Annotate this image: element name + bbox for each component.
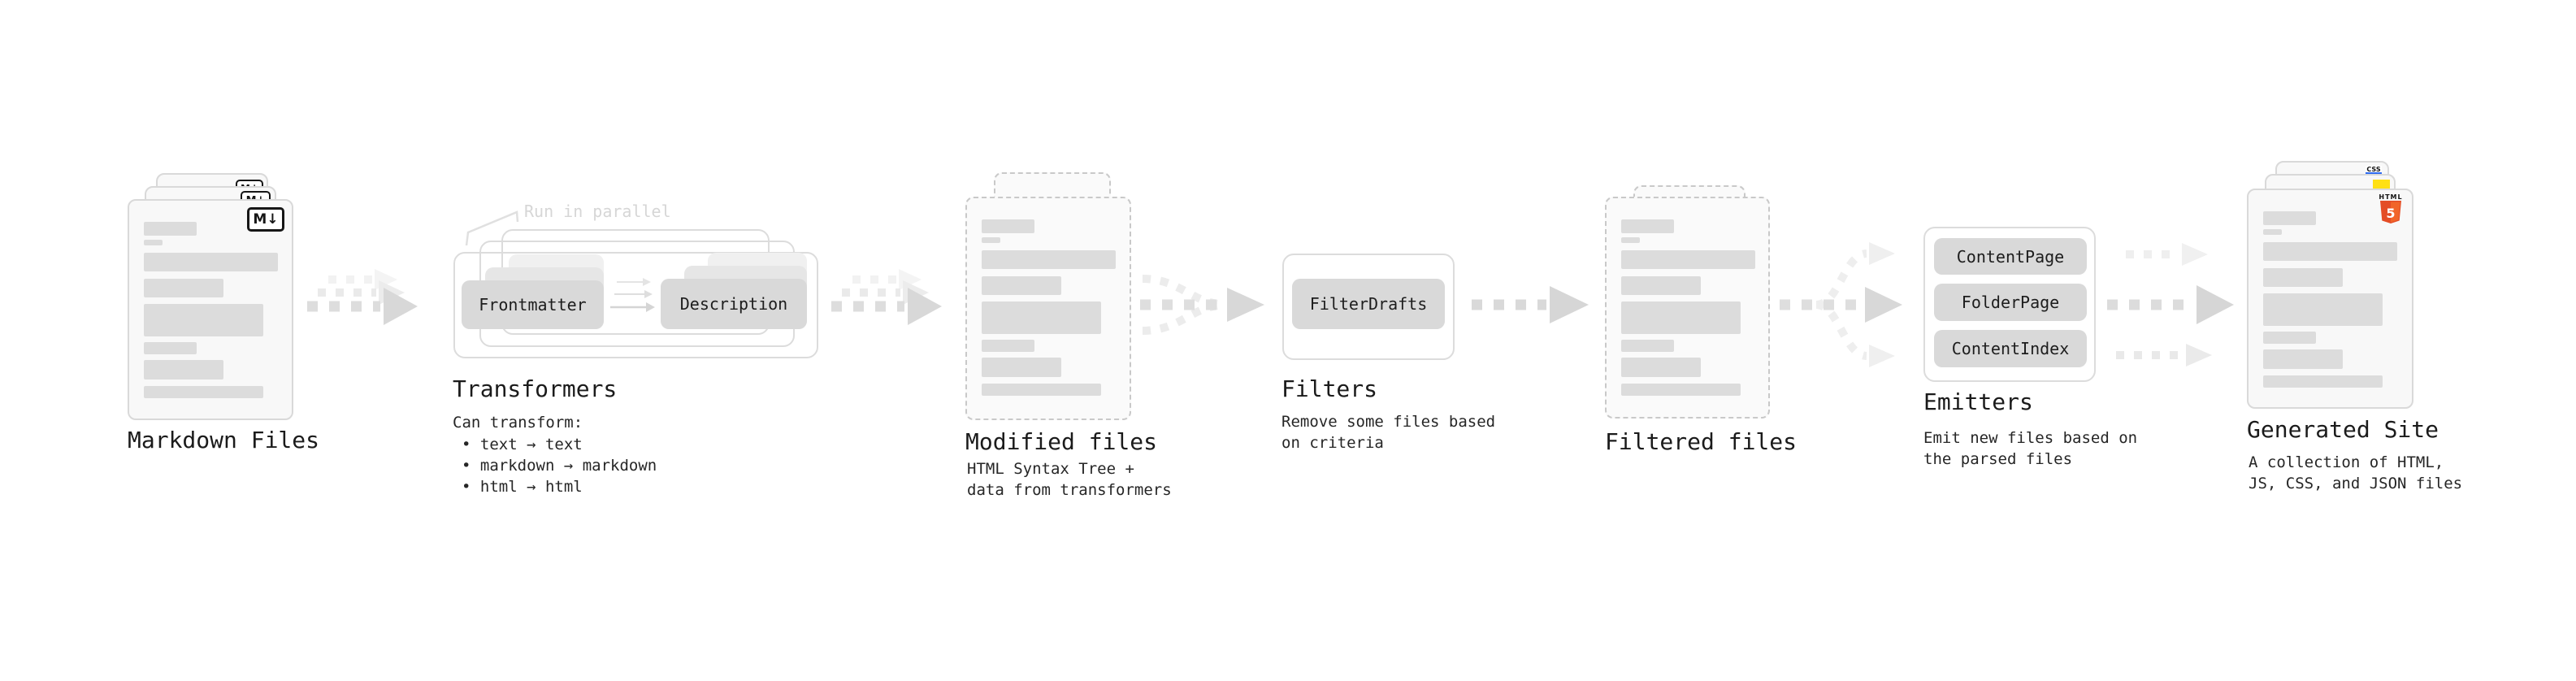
text-bar [2263,268,2343,287]
text-bar [1621,340,1674,352]
text-bar [982,301,1101,334]
text-bar [144,304,263,336]
filtered-file-card [1605,197,1770,419]
site-file-card-html: HTML 5 [2247,189,2413,409]
text-bar [2263,229,2282,235]
text-bar [144,360,223,380]
transformers-subtext: Can transform: [453,414,583,432]
emitters-heading: Emitters [1923,388,2033,415]
html5-icon-number: 5 [2386,206,2395,221]
modified-files-subtext: HTML Syntax Tree + [967,460,1134,478]
filterdrafts-button: FilterDrafts [1292,279,1445,329]
filters-subtext: on criteria [1281,434,1384,452]
text-bar [982,340,1034,352]
modified-file-card [965,197,1131,420]
text-bar [144,253,278,271]
transformer-frame-front [453,252,818,358]
filtered-files-label: Filtered files [1605,428,1798,455]
text-bar [1621,237,1640,243]
contentindex-button: ContentIndex [1934,330,2087,367]
text-bar [1621,301,1741,334]
css-icon: CSS [2366,166,2382,175]
arrow-modified-to-filters-merge [1140,275,1264,335]
frontmatter-button: Frontmatter [462,280,604,329]
text-bar [1621,384,1741,396]
text-bar [982,237,1000,243]
markdown-files-label: Markdown Files [128,427,320,453]
text-bar [2263,242,2397,261]
folderpage-button: FolderPage [1934,284,2087,321]
text-bar [2263,332,2316,344]
generated-site-subtext: JS, CSS, and JSON files [2249,475,2463,492]
modified-files-subtext: data from transformers [967,481,1172,499]
arrow-transformers-to-modified [831,269,942,325]
text-bar [1621,358,1701,377]
text-bar [2263,375,2383,388]
markdown-file-card: M↓ [128,199,293,420]
text-bar [1621,219,1674,233]
text-bar [2263,293,2383,326]
transformers-bullet: • markdown → markdown [462,457,657,475]
html5-icon-label: HTML [2379,193,2403,201]
generated-site-label: Generated Site [2247,416,2439,443]
contentpage-button: ContentPage [1934,238,2087,275]
modified-files-label: Modified files [965,428,1158,455]
placeholder-text-bars [982,219,1116,396]
emitters-subtext: Emit new files based on [1923,429,2138,447]
arrow-emitters-to-site [2107,243,2234,367]
arrow-markdown-to-transformers [307,269,418,325]
text-bar [982,276,1061,295]
arrow-filters-to-filtered [1472,286,1589,323]
text-bar [982,250,1116,269]
transformers-heading: Transformers [453,375,618,402]
text-bar [144,240,163,245]
text-bar [1621,276,1701,295]
run-in-parallel-note: Run in parallel [524,202,671,221]
arrow-frontmatter-to-description [610,278,655,312]
emitters-frame [1923,227,2096,382]
transformers-bullet: • text → text [462,436,583,453]
filters-frame [1282,254,1455,360]
js-icon [2373,180,2390,189]
text-bar [2263,349,2343,369]
generated-site-subtext: A collection of HTML, [2249,453,2444,471]
text-bar [982,384,1101,396]
placeholder-text-bars [2263,211,2397,388]
text-bar [144,222,197,236]
text-bar [1621,250,1755,269]
note-callout-line [465,210,519,246]
text-bar [144,342,197,354]
description-button: Description [661,279,807,329]
placeholder-text-bars [144,222,278,398]
text-bar [144,386,263,398]
text-bar [144,279,223,297]
html5-shield: 5 [2380,201,2401,223]
html5-icon: HTML 5 [2379,194,2402,223]
text-bar [982,219,1034,233]
markdown-icon: M↓ [247,207,284,232]
transformers-bullet: • html → html [462,478,583,496]
placeholder-text-bars [1621,219,1755,396]
arrow-filtered-to-emitters-fanout [1780,242,1902,367]
text-bar [982,358,1061,377]
filters-subtext: Remove some files based [1281,413,1496,431]
emitters-subtext: the parsed files [1923,450,2073,468]
text-bar [2263,211,2316,225]
filters-heading: Filters [1281,375,1378,402]
